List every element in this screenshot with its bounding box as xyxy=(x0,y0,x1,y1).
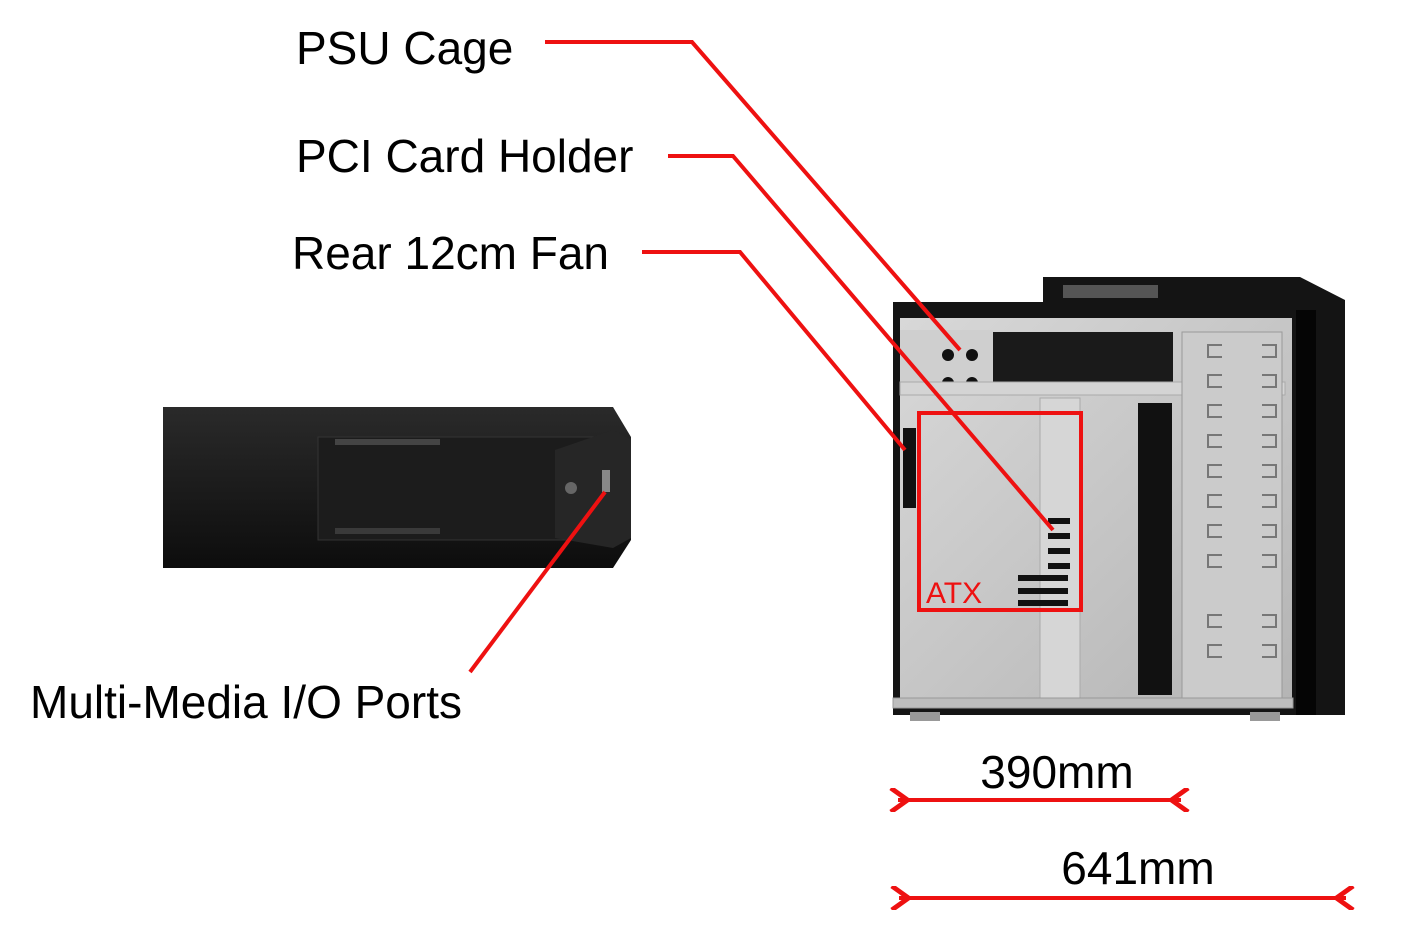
io-port-icon xyxy=(602,470,610,492)
power-button-icon xyxy=(565,482,577,494)
pci-card-holder-label: PCI Card Holder xyxy=(296,130,633,182)
rear-fan-leader xyxy=(642,250,907,452)
rear-fan-label: Rear 12cm Fan xyxy=(292,227,609,279)
io-ports-label: Multi-Media I/O Ports xyxy=(30,676,462,728)
psu-cage-label: PSU Cage xyxy=(296,22,513,74)
case-top-view xyxy=(163,407,631,568)
pci-holder-leader xyxy=(668,154,1055,532)
dimension-390-label: 390mm xyxy=(980,746,1133,798)
drive-bays xyxy=(1181,331,1283,701)
rear-fan xyxy=(903,428,916,508)
atx-board-outline xyxy=(917,411,1083,612)
case-side-view: ATX xyxy=(892,277,1345,721)
dimension-641-label: 641mm xyxy=(1061,842,1214,894)
io-ports-leader xyxy=(468,490,607,674)
psu-cage-leader xyxy=(545,40,962,352)
atx-label: ATX xyxy=(926,577,982,610)
